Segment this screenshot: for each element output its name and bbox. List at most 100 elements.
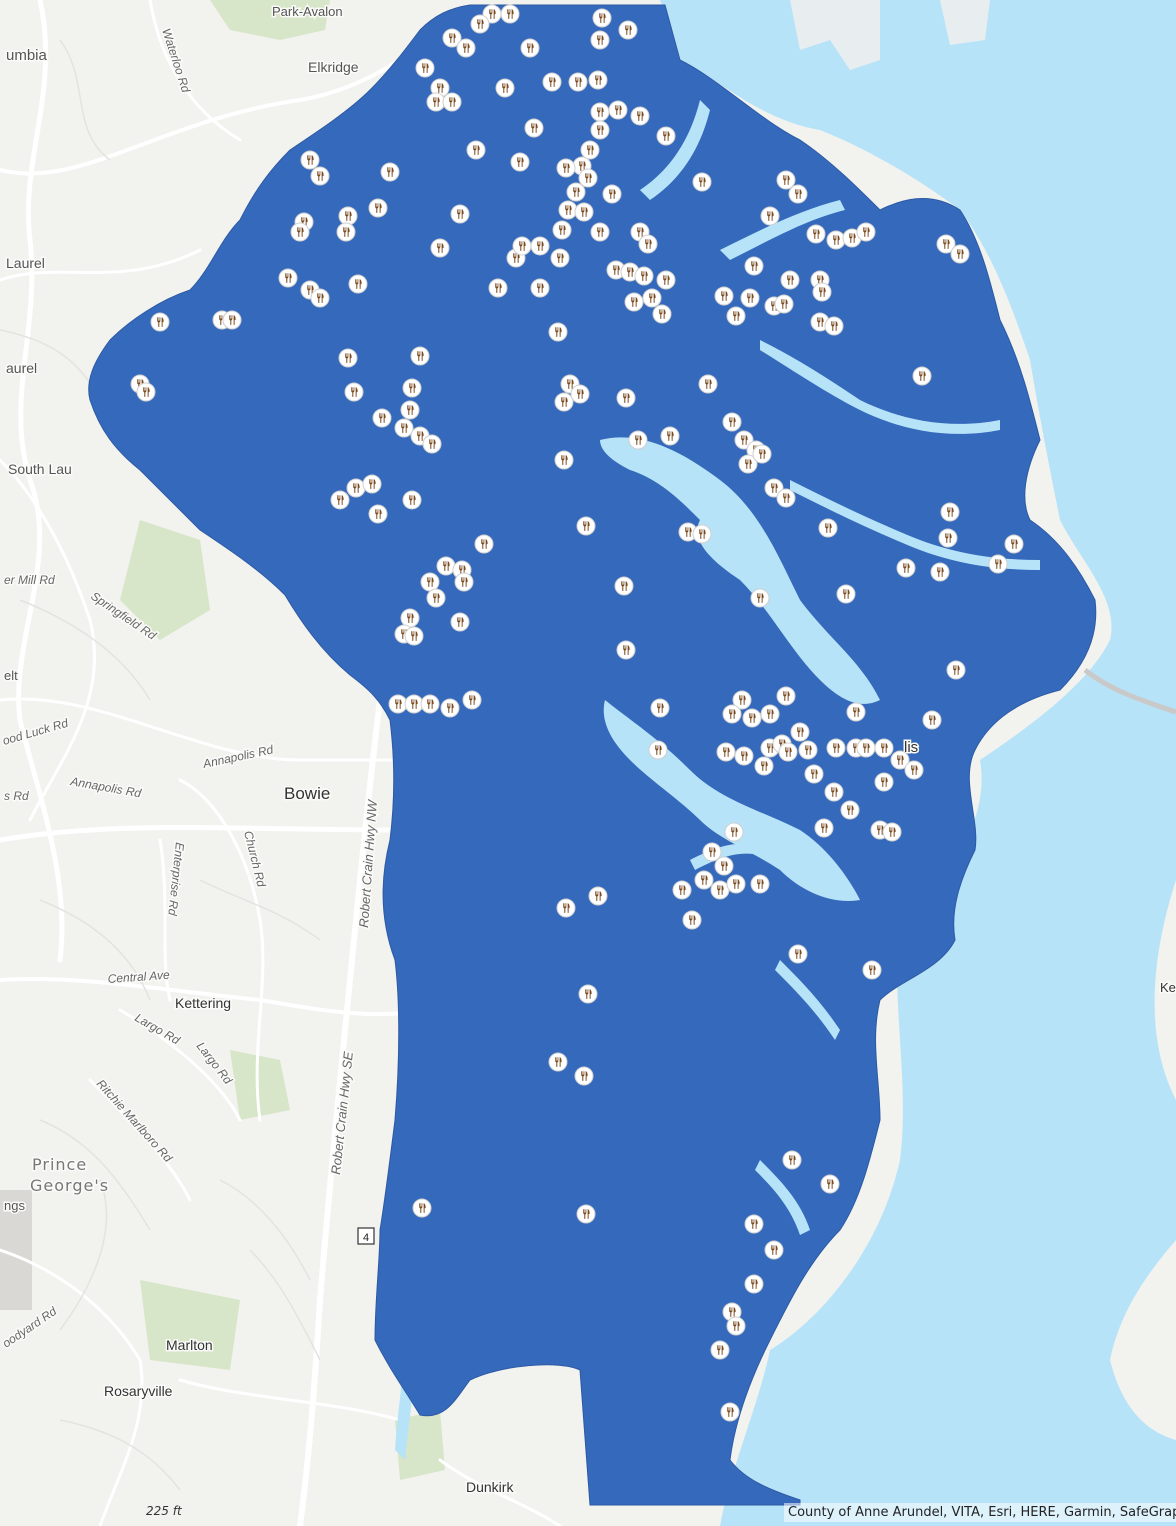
- restaurant-marker[interactable]: [510, 152, 530, 172]
- restaurant-marker[interactable]: [344, 382, 364, 402]
- restaurant-marker[interactable]: [882, 822, 902, 842]
- restaurant-marker[interactable]: [576, 1204, 596, 1224]
- restaurant-marker[interactable]: [410, 346, 430, 366]
- restaurant-marker[interactable]: [776, 170, 796, 190]
- restaurant-marker[interactable]: [394, 418, 414, 438]
- restaurant-marker[interactable]: [380, 162, 400, 182]
- restaurant-marker[interactable]: [738, 454, 758, 474]
- restaurant-marker[interactable]: [750, 874, 770, 894]
- restaurant-marker[interactable]: [682, 910, 702, 930]
- restaurant-marker[interactable]: [722, 704, 742, 724]
- restaurant-marker[interactable]: [930, 562, 950, 582]
- restaurant-marker[interactable]: [922, 710, 942, 730]
- restaurant-marker[interactable]: [726, 874, 746, 894]
- restaurant-marker[interactable]: [790, 722, 810, 742]
- restaurant-marker[interactable]: [426, 588, 446, 608]
- restaurant-marker[interactable]: [634, 266, 654, 286]
- restaurant-marker[interactable]: [764, 1240, 784, 1260]
- restaurant-marker[interactable]: [222, 310, 242, 330]
- restaurant-marker[interactable]: [672, 880, 692, 900]
- restaurant-marker[interactable]: [716, 742, 736, 762]
- restaurant-marker[interactable]: [412, 1198, 432, 1218]
- restaurant-marker[interactable]: [630, 106, 650, 126]
- restaurant-marker[interactable]: [710, 1340, 730, 1360]
- restaurant-marker[interactable]: [346, 478, 366, 498]
- restaurant-marker[interactable]: [856, 222, 876, 242]
- restaurant-marker[interactable]: [840, 800, 860, 820]
- restaurant-marker[interactable]: [442, 28, 462, 48]
- restaurant-marker[interactable]: [722, 412, 742, 432]
- restaurant-marker[interactable]: [530, 278, 550, 298]
- restaurant-marker[interactable]: [806, 224, 826, 244]
- restaurant-marker[interactable]: [904, 760, 924, 780]
- restaurant-marker[interactable]: [1004, 534, 1024, 554]
- restaurant-marker[interactable]: [550, 248, 570, 268]
- restaurant-marker[interactable]: [542, 72, 562, 92]
- restaurant-marker[interactable]: [820, 1174, 840, 1194]
- restaurant-marker[interactable]: [388, 694, 408, 714]
- restaurant-marker[interactable]: [638, 234, 658, 254]
- restaurant-marker[interactable]: [846, 702, 866, 722]
- restaurant-marker[interactable]: [774, 294, 794, 314]
- restaurant-marker[interactable]: [426, 92, 446, 112]
- restaurant-marker[interactable]: [136, 382, 156, 402]
- restaurant-marker[interactable]: [814, 818, 834, 838]
- restaurant-marker[interactable]: [440, 698, 460, 718]
- restaurant-marker[interactable]: [400, 400, 420, 420]
- restaurant-marker[interactable]: [450, 612, 470, 632]
- restaurant-marker[interactable]: [874, 772, 894, 792]
- restaurant-marker[interactable]: [818, 518, 838, 538]
- restaurant-marker[interactable]: [742, 708, 762, 728]
- restaurant-marker[interactable]: [826, 738, 846, 758]
- restaurant-marker[interactable]: [442, 92, 462, 112]
- restaurant-marker[interactable]: [415, 58, 435, 78]
- restaurant-marker[interactable]: [788, 184, 808, 204]
- restaurant-marker[interactable]: [430, 238, 450, 258]
- restaurant-marker[interactable]: [578, 168, 598, 188]
- restaurant-marker[interactable]: [454, 572, 474, 592]
- restaurant-marker[interactable]: [570, 384, 590, 404]
- restaurant-marker[interactable]: [530, 236, 550, 256]
- restaurant-marker[interactable]: [558, 200, 578, 220]
- restaurant-marker[interactable]: [798, 740, 818, 760]
- restaurant-marker[interactable]: [804, 764, 824, 784]
- restaurant-marker[interactable]: [450, 204, 470, 224]
- restaurant-marker[interactable]: [512, 236, 532, 256]
- restaurant-marker[interactable]: [580, 140, 600, 160]
- restaurant-marker[interactable]: [290, 222, 310, 242]
- restaurant-marker[interactable]: [618, 20, 638, 40]
- restaurant-marker[interactable]: [778, 742, 798, 762]
- restaurant-marker[interactable]: [338, 348, 358, 368]
- restaurant-marker[interactable]: [836, 584, 856, 604]
- restaurant-marker[interactable]: [744, 256, 764, 276]
- restaurant-marker[interactable]: [330, 490, 350, 510]
- restaurant-marker[interactable]: [614, 576, 634, 596]
- restaurant-marker[interactable]: [912, 366, 932, 386]
- restaurant-marker[interactable]: [552, 220, 572, 240]
- restaurant-marker[interactable]: [660, 426, 680, 446]
- restaurant-marker[interactable]: [656, 126, 676, 146]
- restaurant-marker[interactable]: [726, 1316, 746, 1336]
- restaurant-marker[interactable]: [950, 244, 970, 264]
- restaurant-marker[interactable]: [754, 756, 774, 776]
- restaurant-marker[interactable]: [368, 504, 388, 524]
- restaurant-marker[interactable]: [524, 118, 544, 138]
- restaurant-marker[interactable]: [404, 626, 424, 646]
- restaurant-marker[interactable]: [642, 288, 662, 308]
- restaurant-marker[interactable]: [488, 278, 508, 298]
- restaurant-marker[interactable]: [548, 1052, 568, 1072]
- restaurant-marker[interactable]: [692, 524, 712, 544]
- restaurant-marker[interactable]: [588, 70, 608, 90]
- restaurant-marker[interactable]: [750, 588, 770, 608]
- restaurant-marker[interactable]: [590, 120, 610, 140]
- restaurant-marker[interactable]: [896, 558, 916, 578]
- restaurant-marker[interactable]: [590, 222, 610, 242]
- restaurant-marker[interactable]: [466, 140, 486, 160]
- restaurant-marker[interactable]: [760, 206, 780, 226]
- restaurant-marker[interactable]: [714, 286, 734, 306]
- restaurant-marker[interactable]: [824, 782, 844, 802]
- restaurant-marker[interactable]: [616, 640, 636, 660]
- restaurant-marker[interactable]: [404, 694, 424, 714]
- restaurant-marker[interactable]: [548, 322, 568, 342]
- restaurant-marker[interactable]: [726, 306, 746, 326]
